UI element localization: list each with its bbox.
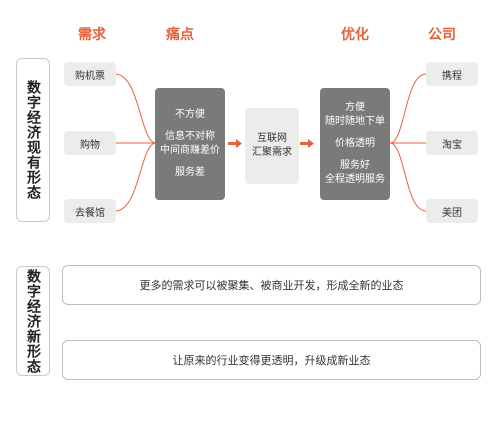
pain-line-2: 信息不对称 [165,131,215,142]
pain-box: 不方便 信息不对称 中间商赚差价 服务差 [155,88,225,200]
internet-line-2: 汇聚需求 [252,147,292,158]
company-item-ctrip: 携程 [426,62,478,86]
new-form-label-text: 数字经济新形态 [25,268,41,374]
arrow-2-head [308,139,314,148]
connector-demand-1 [114,73,157,144]
internet-box: 互联网 汇聚需求 [245,108,299,184]
new-form-row-1: 更多的需求可以被聚集、被商业开发，形成全新的业态 [62,265,481,305]
header-company: 公司 [428,27,456,43]
optimize-line-3: 价格透明 [335,138,375,149]
new-form-row-2: 让原来的行业变得更透明，升级成新业态 [62,340,481,380]
optimize-line-5: 全程透明服务 [325,174,385,185]
arrow-1-head [236,139,242,148]
demand-item-flight: 购机票 [64,62,116,86]
new-form-row-2-text: 让原来的行业变得更透明，升级成新业态 [172,354,371,367]
header-optimize: 优化 [341,27,369,43]
company-item-meituan: 美团 [426,199,478,223]
connector-company-3 [389,142,427,212]
optimize-line-4: 服务好 [340,160,370,171]
optimize-box: 方便 随时随地下单 价格透明 服务好 全程透明服务 [320,88,390,200]
internet-line-1: 互联网 [257,133,287,144]
header-pain: 痛点 [166,27,194,43]
connector-demand-3 [114,142,157,212]
connector-company-1 [389,73,427,144]
arrow-2-shaft [300,142,308,145]
company-item-taobao: 淘宝 [426,131,478,155]
existing-form-label: 数字经济现有形态 [16,58,50,222]
new-form-label: 数字经济新形态 [16,266,50,376]
new-form-row-1-text: 更多的需求可以被聚集、被商业开发，形成全新的业态 [139,279,404,292]
pain-line-4: 服务差 [175,167,205,178]
existing-form-label-text: 数字经济现有形态 [25,80,41,200]
optimize-line-2: 随时随地下单 [325,116,385,127]
header-demand: 需求 [78,27,106,43]
arrow-1-shaft [228,142,236,145]
pain-line-1: 不方便 [175,109,205,120]
optimize-line-1: 方便 [345,102,365,113]
demand-item-restaurant: 去餐馆 [64,199,116,223]
pain-line-3: 中间商赚差价 [160,145,220,156]
demand-item-shopping: 购物 [64,131,116,155]
